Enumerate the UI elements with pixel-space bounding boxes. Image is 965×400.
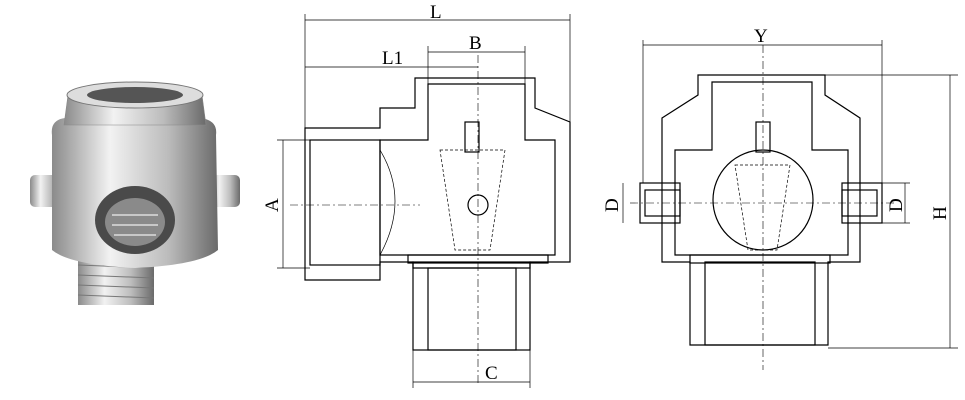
- dim-label-D-left: D: [602, 198, 623, 212]
- product-photo: [30, 81, 240, 305]
- side-body-hatched: [661, 74, 861, 346]
- dim-label-Y: Y: [754, 26, 768, 47]
- outlet-port: [412, 261, 531, 351]
- dimension-A: A: [262, 139, 310, 269]
- dimension-L1: L1: [305, 48, 478, 69]
- spring: [439, 149, 506, 251]
- dim-label-C: C: [485, 363, 498, 384]
- dim-label-L: L: [430, 2, 442, 23]
- dimension-D-right: D: [882, 182, 910, 224]
- dim-label-L1: L1: [382, 48, 403, 69]
- side-valve-seat: [689, 254, 831, 264]
- side-section-view: Y D D H: [602, 26, 958, 370]
- dim-label-D-right: D: [886, 198, 907, 212]
- dim-label-H: H: [930, 206, 951, 220]
- dimension-H: H: [825, 74, 958, 349]
- dimension-L: L: [304, 2, 571, 128]
- body-section-hatched: [304, 77, 571, 281]
- dimension-B: B: [427, 33, 526, 84]
- front-section-view: L L1 B A C: [262, 2, 571, 388]
- dimension-C: C: [412, 350, 531, 388]
- inlet-bore: [309, 139, 381, 266]
- dimension-Y: Y: [642, 26, 883, 183]
- stem: [464, 121, 480, 153]
- dim-label-A: A: [262, 198, 283, 212]
- dim-label-B: B: [469, 33, 482, 54]
- dimension-D-left: D: [602, 183, 624, 223]
